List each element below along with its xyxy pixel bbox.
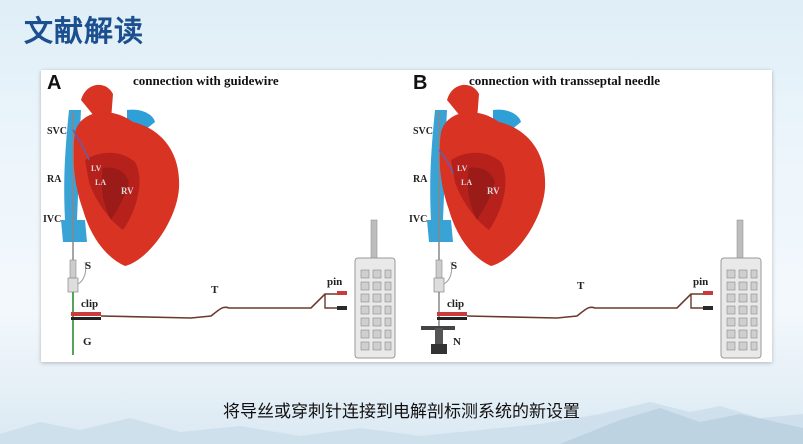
label-clip: clip [81,298,99,310]
label-g: G [83,336,92,348]
label-la: LA [461,178,473,187]
label-svc: SVC [413,126,434,137]
label-s: S [85,260,92,272]
figure-caption: 将导丝或穿刺针连接到电解剖标测系统的新设置 [223,402,580,422]
label-pin: pin [327,276,343,288]
label-ivc: IVC [409,214,428,225]
panel-a-drawing [61,84,396,359]
label-ra: RA [47,174,62,185]
panel-letter-b: B [413,72,428,94]
label-svc: SVC [47,126,68,137]
label-lv: LV [91,164,102,173]
label-t: T [577,280,585,292]
panel-title-a: connection with guidewire [133,73,279,88]
label-clip: clip [447,298,465,310]
label-s: S [451,260,458,272]
panel-b-drawing [421,84,762,359]
panel-b: B connection with transseptal needle SVC… [407,70,772,362]
panel-letter-a: A [47,72,62,94]
background-mountains [0,402,803,444]
figure-illustration: A connection with guidewire SVC RA IVC L… [41,70,772,362]
label-ra: RA [413,174,428,185]
label-pin: pin [693,276,709,288]
panel-a: A connection with guidewire SVC RA IVC L… [41,70,406,362]
slide-title: 文献解读 [24,14,145,48]
label-ivc: IVC [43,214,62,225]
label-lv: LV [457,164,468,173]
label-la: LA [95,178,107,187]
label-rv: RV [487,186,500,196]
panel-title-b: connection with transseptal needle [469,73,661,88]
label-t: T [211,284,219,296]
label-n: N [453,336,461,348]
label-rv: RV [121,186,134,196]
